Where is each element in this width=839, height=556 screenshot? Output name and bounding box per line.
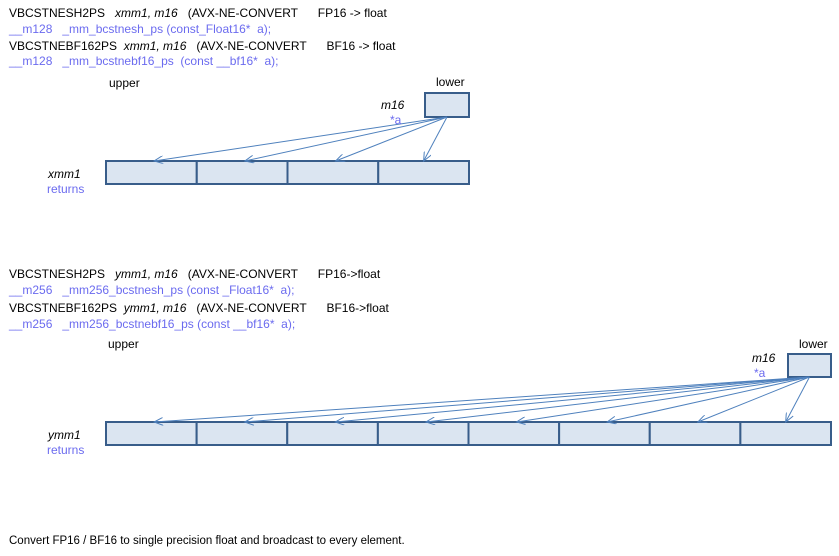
s2-src-param: *a [754,366,766,380]
s2-broadcast-arrow [245,376,810,422]
s2-broadcast-arrow [426,376,810,422]
s2-broadcast-arrow [786,376,810,422]
s1-broadcast-arrow [336,116,448,161]
s1-src-param: *a [390,113,402,127]
s1-dst-element [105,160,198,185]
s2-dst-element [558,421,651,446]
s2-dst-element [105,421,198,446]
s1-instr-line3: VBCSTNEBF162PS xmm1, m16 (AVX-NE-CONVERT… [9,39,396,53]
s2-instr-line1: VBCSTNESH2PS ymm1, m16 (AVX-NE-CONVERT F… [9,267,381,281]
s1-instr-line1: VBCSTNESH2PS xmm1, m16 (AVX-NE-CONVERT F… [9,6,387,20]
s1-intrinsic-2: __m128 _mm_bcstnebf16_ps (const __bf16* … [9,54,279,68]
s1-dst-element [377,160,470,185]
s2-instr-line3: VBCSTNEBF162PS ymm1, m16 (AVX-NE-CONVERT… [9,301,389,315]
s1-src-label: m16 [381,98,405,112]
s1-dst-element [195,160,289,185]
s1-lower-label: lower [436,75,465,89]
s1-dst-element [286,160,380,185]
s2-dst-element [195,421,289,446]
s2-dst-element [648,421,742,446]
s2-lower-label: lower [799,337,828,351]
s2-broadcast-arrow [335,376,810,422]
s2-dst-element [376,421,470,446]
s2-broadcast-arrow [698,376,810,422]
s1-intrinsic-1: __m128 _mm_bcstnesh_ps (const_Float16* a… [9,22,272,36]
s2-intrinsic-1: __m256 _mm256_bcstnesh_ps (const _Float1… [9,283,295,297]
s2-broadcast-arrow [607,376,810,422]
s1-broadcast-arrow [154,116,448,161]
s2-dst-element [286,421,379,446]
s2-intrinsic-2: __m256 _mm256_bcstnebf16_ps (const __bf1… [9,317,296,331]
s1-broadcast-arrow [245,116,448,161]
s2-broadcast-arrow [154,376,810,422]
s1-upper-label: upper [109,76,140,90]
s2-dst-label: ymm1 [48,428,81,442]
footer-description: Convert FP16 / BF16 to single precision … [9,535,405,547]
s1-returns-label: returns [47,182,85,196]
s2-src-box [787,353,832,378]
s2-returns-label: returns [47,443,85,457]
s1-dst-label: xmm1 [48,167,81,181]
s2-dst-element [739,421,832,446]
s1-src-box [424,92,470,118]
s2-src-label: m16 [752,351,776,365]
s2-upper-label: upper [108,337,139,351]
s2-dst-element [467,421,561,446]
s1-broadcast-arrow [424,116,448,161]
s2-broadcast-arrow [517,376,810,422]
